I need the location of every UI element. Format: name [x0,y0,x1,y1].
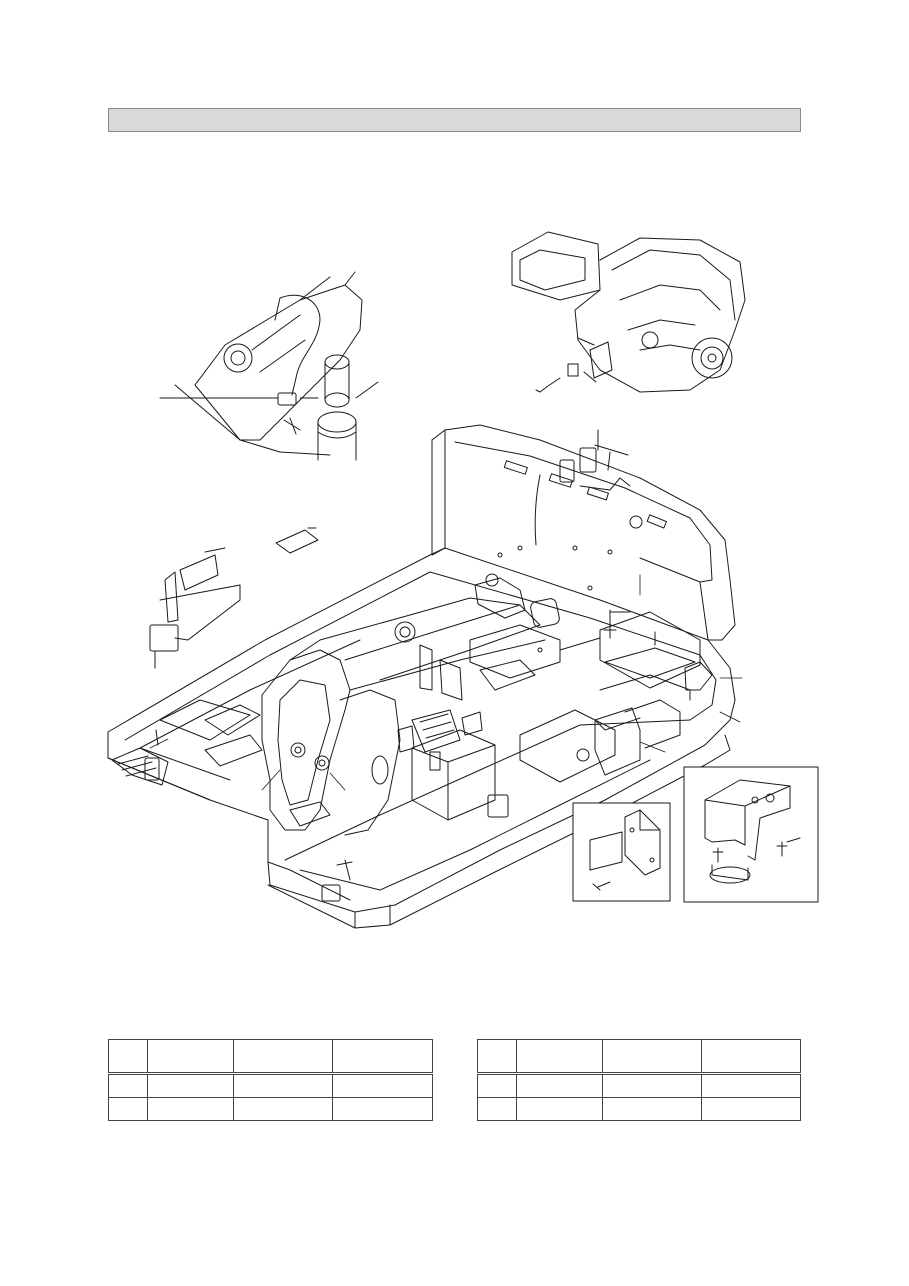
table-cell [232,1097,334,1121]
table-cell [332,1097,433,1121]
table-cell [515,1097,603,1121]
callout-lines [149,677,743,791]
table-cell [515,1039,603,1075]
table-cell [701,1097,801,1121]
table-cell [232,1039,334,1075]
table-cell [477,1097,517,1121]
table-cell [601,1073,703,1098]
table-cell [108,1097,148,1121]
engine-sensor-inset-icon [511,231,746,393]
table-cell [108,1073,148,1098]
section-title-bar [108,108,801,132]
table-cell [601,1039,703,1075]
table-cell [332,1073,433,1098]
table-row [477,1097,801,1121]
table-header-row [477,1039,801,1075]
table-cell [146,1073,234,1098]
table-row [108,1073,433,1098]
table-cell [146,1039,234,1075]
table-cell [477,1073,517,1098]
boom-harness-inset-icon [159,271,379,461]
table-row [108,1097,433,1121]
bracket-detail-inset-icon [572,802,671,902]
table-cell [108,1039,148,1075]
table-cell [701,1039,801,1075]
table-cell [515,1073,603,1098]
parts-table-left [108,1039,433,1121]
table-cell [332,1039,433,1075]
table-cell [232,1073,334,1098]
table-cell [477,1039,517,1075]
table-header-row [108,1039,433,1075]
frame-assembly-icon [107,424,736,929]
parts-table-right [477,1039,801,1121]
table-cell [146,1097,234,1121]
table-cell [601,1097,703,1121]
table-row [477,1073,801,1098]
table-cell [701,1073,801,1098]
horn-bracket-detail-inset-icon [683,766,819,903]
